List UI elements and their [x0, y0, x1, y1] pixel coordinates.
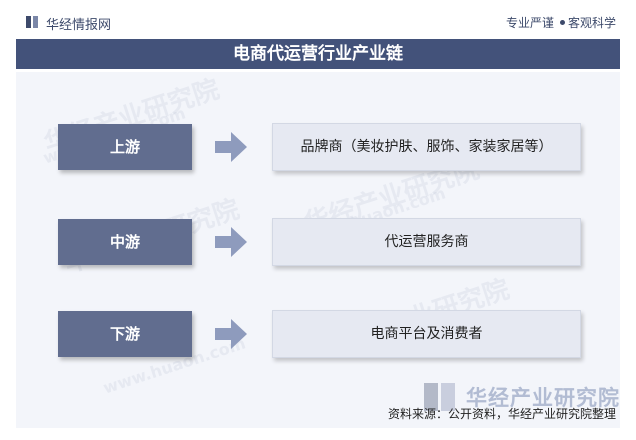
stage-upstream: 上游	[58, 124, 192, 170]
header-bar: 华经情报网 专业严谨客观科学	[16, 10, 620, 34]
content-downstream: 电商平台及消费者	[272, 310, 581, 358]
stage-downstream: 下游	[58, 311, 192, 357]
content-upstream: 品牌商（美妆护肤、服饰、家装家居等）	[272, 123, 581, 171]
slogan-right: 客观科学	[567, 16, 616, 30]
brand-name: 华经情报网	[46, 18, 112, 33]
footer-brand: 华经产业研究院	[466, 386, 620, 410]
right-arrow-icon	[215, 132, 247, 162]
diagram-title: 电商代运营行业产业链	[16, 39, 620, 69]
book-logo-icon	[424, 383, 455, 411]
stage-midstream: 中游	[58, 219, 192, 265]
content-midstream: 代运营服务商	[272, 218, 581, 266]
right-arrow-icon	[215, 227, 247, 257]
slogan-left: 专业严谨	[505, 16, 554, 30]
slogan: 专业严谨客观科学	[506, 14, 616, 31]
right-arrow-icon	[215, 319, 247, 349]
source-note: 资料来源：公开资料，华经产业研究院整理	[387, 407, 616, 421]
book-logo-icon	[26, 16, 38, 28]
dot-separator	[559, 20, 565, 25]
